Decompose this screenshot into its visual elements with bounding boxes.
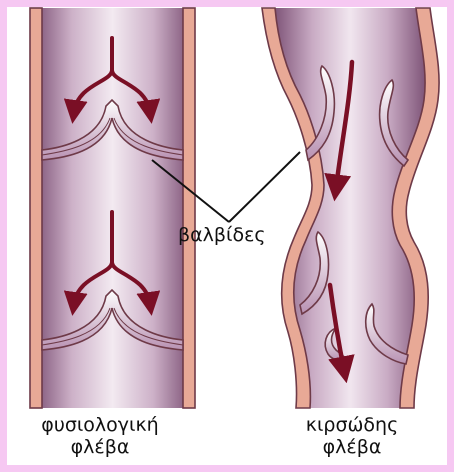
normal-vein-label: φυσιολογική φλέβα [20, 414, 180, 458]
varicose-vein-label-line2: φλέβα [282, 436, 422, 458]
varicose-vein-label: κιρσώδης φλέβα [282, 414, 422, 458]
valves-label: βαλβίδες [178, 224, 288, 246]
varicose-vein-label-line1: κιρσώδης [282, 414, 422, 436]
normal-vein-label-line1: φυσιολογική [20, 414, 180, 436]
normal-vein-left-wall [30, 8, 42, 408]
varicose-vein [262, 8, 439, 408]
normal-vein-right-wall [183, 8, 195, 408]
normal-vein-label-line2: φλέβα [20, 436, 180, 458]
normal-vein [30, 8, 195, 408]
